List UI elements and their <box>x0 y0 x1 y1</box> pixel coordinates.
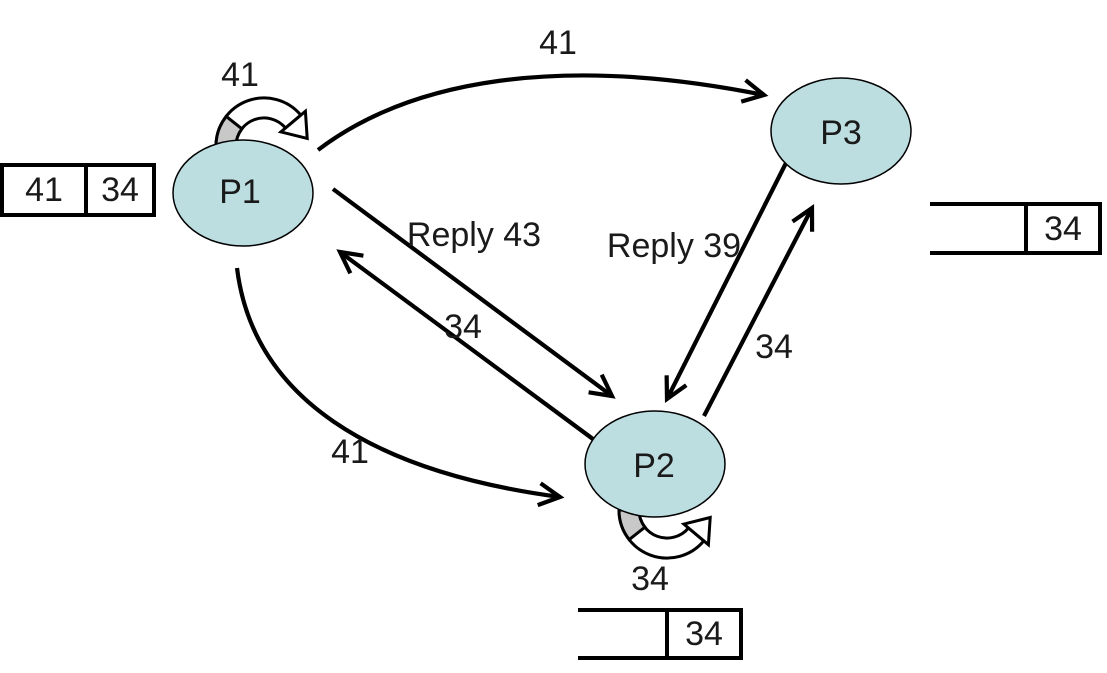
arrow-p1-to-p2-request-curved <box>234 267 565 508</box>
node-p2-label: P2 <box>633 447 675 485</box>
edge-label-p1-to-p3: 41 <box>539 24 577 62</box>
queue-p1: 41 34 <box>0 163 156 217</box>
edge-label-p2-to-p3-request: 34 <box>755 328 793 366</box>
node-p2-ellipse <box>584 410 726 518</box>
edge-label-p2-self-loop: 34 <box>631 560 669 598</box>
node-p1-ellipse <box>172 139 314 247</box>
queue-p2-cell-1: 34 <box>665 612 739 656</box>
arrow-p1-to-p2-reply <box>331 187 616 399</box>
arrow-p2-to-p1-request <box>336 249 599 444</box>
arrow-p3-to-p2-reply <box>664 162 788 404</box>
arrow-p2-to-p3-request <box>702 203 815 417</box>
node-p3-label: P3 <box>820 114 862 152</box>
edge-label-p1-to-p2-request: 41 <box>331 433 369 471</box>
node-p3-ellipse <box>770 77 912 185</box>
edge-label-p2-to-p1-request: 34 <box>444 308 482 346</box>
node-p1-label: P1 <box>219 173 261 211</box>
queue-p3-cell-0 <box>930 206 1024 251</box>
queue-p2: 34 <box>578 608 743 660</box>
queue-p3-cell-1: 34 <box>1024 206 1098 251</box>
queue-p1-cell-1: 34 <box>84 167 152 213</box>
self-loop-arrow-p2 <box>617 508 712 560</box>
queue-p2-cell-0 <box>578 612 665 656</box>
queue-p3: 34 <box>930 202 1102 255</box>
edge-label-p1-self-loop: 41 <box>221 56 259 94</box>
self-loop-p1-arrowhead <box>277 108 309 141</box>
arrow-p1-to-p3-request <box>316 73 769 152</box>
edge-label-reply-39: Reply 39 <box>606 227 742 265</box>
self-loop-arrow-p1 <box>214 96 309 148</box>
edge-label-reply-43: Reply 43 <box>406 216 542 254</box>
self-loop-p2-arrowhead <box>680 515 712 548</box>
queue-p1-cell-0: 41 <box>25 171 63 209</box>
